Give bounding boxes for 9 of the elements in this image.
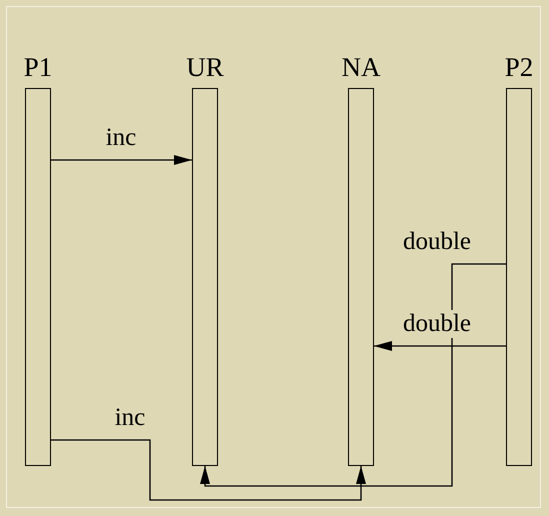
message-arrow bbox=[374, 342, 506, 350]
lifeline-label: UR bbox=[186, 52, 224, 82]
message-label: double bbox=[400, 310, 474, 338]
lifeline-label: P1 bbox=[24, 52, 52, 82]
lifeline-label: P2 bbox=[504, 52, 534, 82]
message-arrow bbox=[200, 263, 506, 487]
lifeline-label: NA bbox=[342, 52, 380, 82]
message-arrow bbox=[51, 156, 192, 164]
message-arrow bbox=[51, 439, 366, 501]
